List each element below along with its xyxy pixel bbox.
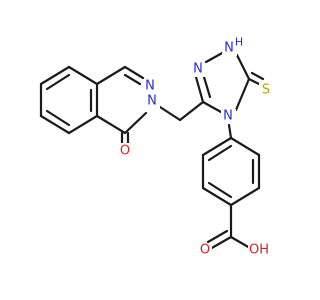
atom-n-phthalazine-1: N <box>145 79 155 94</box>
bond <box>229 235 252 250</box>
bond <box>235 53 251 81</box>
atom-n-triazole-3: N <box>223 109 233 124</box>
bond <box>204 50 226 64</box>
bond <box>202 75 212 99</box>
bond <box>206 229 229 244</box>
bond <box>178 100 205 122</box>
bond <box>194 75 205 104</box>
bond <box>201 136 233 157</box>
atom-s-thione: S <box>262 83 270 98</box>
structure-canvas: N N O N N H N S O OH <box>39 35 273 258</box>
bond <box>95 65 127 86</box>
bond <box>201 100 223 114</box>
bond <box>45 109 71 127</box>
bond <box>39 65 71 86</box>
atom-n-phthalazine-2: N <box>147 94 157 109</box>
bond <box>123 73 142 86</box>
atom-n-triazole-1: N <box>193 62 203 77</box>
bond <box>45 73 71 91</box>
atom-n-triazole-2: N <box>224 41 234 56</box>
bond <box>39 114 71 135</box>
bond <box>229 186 261 207</box>
bond <box>250 71 265 81</box>
molecule-diagram: N N O N N H N S O OH <box>39 35 273 258</box>
bond <box>227 123 233 140</box>
bond <box>123 65 145 80</box>
bond <box>208 235 233 251</box>
bond <box>234 77 251 112</box>
bond <box>67 65 99 86</box>
bond <box>67 114 99 135</box>
bond <box>95 114 127 135</box>
bond <box>158 105 182 122</box>
atom-o-acid-carbonyl: O <box>200 243 210 258</box>
bond <box>207 181 233 199</box>
atom-o-carbonyl: O <box>120 144 130 159</box>
atom-h-triazole: H <box>235 36 243 49</box>
bond <box>229 136 261 157</box>
atom-o-acid-hydroxyl: OH <box>249 243 269 258</box>
bond <box>207 144 233 162</box>
bond <box>201 186 233 207</box>
atom-labels: N N O N N H N S O OH <box>118 36 273 258</box>
bond <box>123 111 148 135</box>
